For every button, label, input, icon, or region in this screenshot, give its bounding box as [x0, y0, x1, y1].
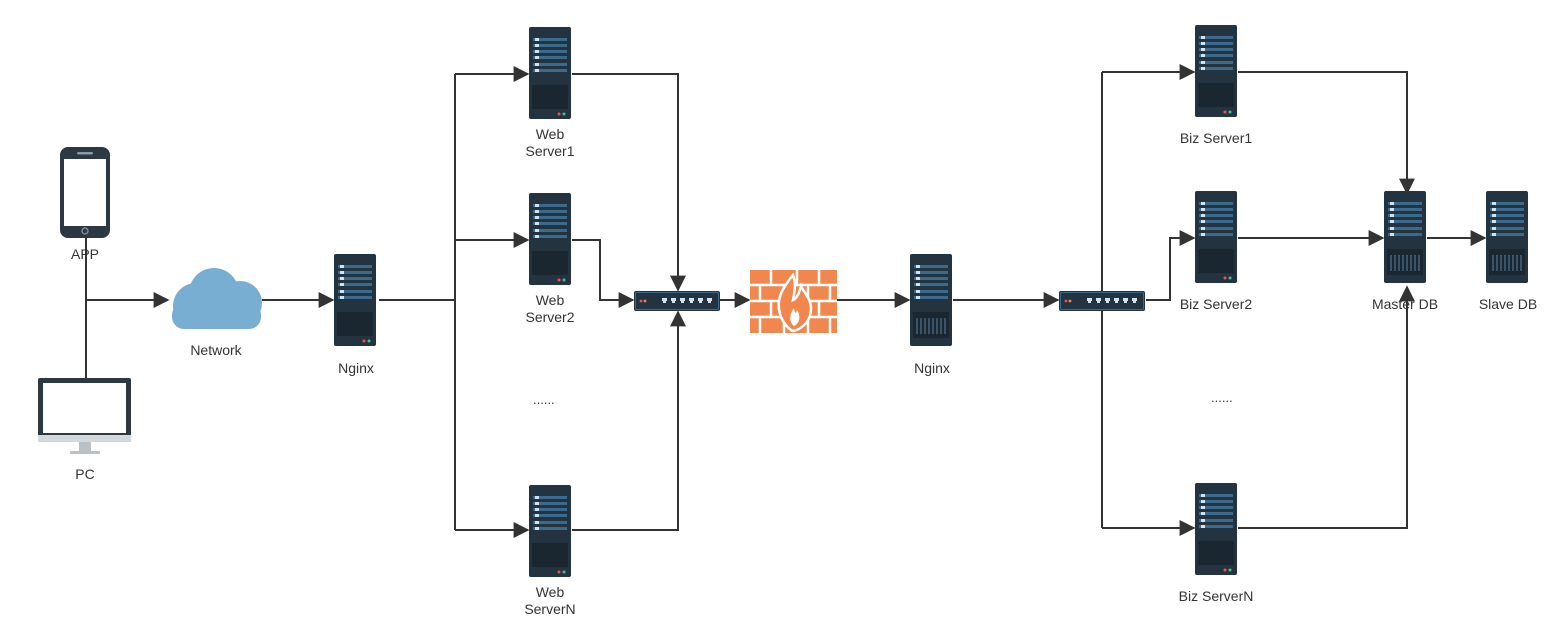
monitor-icon [38, 378, 131, 454]
bizn-to-master [1238, 285, 1415, 529]
nginx1-label: Nginx [338, 360, 374, 376]
web-server2-label: Web Server2 [525, 292, 575, 325]
switch1-icon [633, 290, 721, 312]
web-servern-label: Web ServerN [524, 584, 576, 617]
pc-label: PC [75, 466, 95, 482]
biz1-to-master [1238, 71, 1415, 195]
nginx2-server-icon [909, 253, 953, 347]
biz-server1-icon [1195, 25, 1237, 117]
cloud-icon [172, 268, 262, 329]
slave-db-icon [1485, 190, 1529, 284]
connection-lines [85, 64, 1487, 538]
web-server1-label: Web Server1 [525, 126, 575, 159]
biz-ellipsis: ...... [1211, 390, 1233, 405]
slave-db-label: Slave DB [1478, 296, 1538, 312]
switch2-icon [1058, 290, 1146, 312]
network-label: Network [190, 342, 242, 358]
phone-icon [60, 147, 110, 238]
web-server1-icon [529, 27, 571, 119]
master-db-icon [1383, 190, 1427, 284]
web-servern-icon [529, 485, 571, 577]
nginx2-label: Nginx [914, 360, 950, 376]
biz-server1-label: Biz Server1 [1179, 130, 1253, 146]
master-db-label: Master DB [1371, 296, 1439, 312]
biz-server2-icon [1195, 191, 1237, 283]
biz-servern-icon [1195, 483, 1237, 575]
web-server2-icon [529, 193, 571, 285]
biz-server2-label: Biz Server2 [1179, 296, 1253, 312]
web1-to-switch1 [572, 73, 686, 292]
biz-servern-label: Biz ServerN [1178, 588, 1254, 604]
switch2-to-biz2 [1146, 230, 1196, 301]
web2-to-switch1 [572, 239, 635, 308]
web-ellipsis: ...... [533, 392, 555, 407]
webn-to-switch1 [572, 310, 686, 531]
nginx1-server-icon [334, 254, 376, 346]
firewall-icon [750, 270, 837, 333]
app-label: APP [70, 246, 99, 262]
